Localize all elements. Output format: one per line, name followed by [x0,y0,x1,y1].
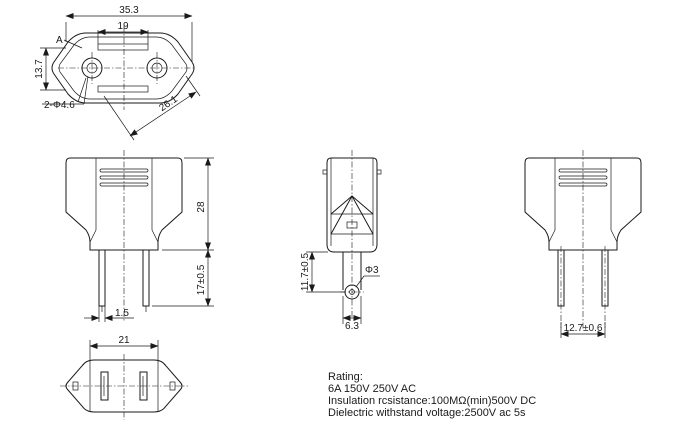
dim-bottom-width: 21 [118,335,130,346]
rating-title: Rating: [328,371,363,383]
rating-line-1: 6A 150V 250V AC [328,383,416,395]
rear-view: 12.7±0.6 [524,150,642,338]
dim-top-width: 35.3 [119,5,139,16]
side-view: 11.7±0.5 Φ3 6.3 [300,150,382,332]
rating-block: Rating: 6A 150V 250V AC Insulation rcsis… [328,371,536,419]
dim-side-width: 6.3 [345,321,359,332]
rating-line-2: Insulation rcsistance:100MΩ(min)500V DC [328,395,536,407]
dim-side-pin-length: 11.7±0.5 [300,253,311,292]
dim-pin-dia: 2-Φ4.6 [44,100,75,111]
dim-pin-spacing: 12.7±0.6 [564,323,603,334]
dim-diagonal: 26.1 [157,94,180,114]
dim-pin-width: 1.5 [115,308,129,319]
bottom-view: 21 [60,335,188,420]
top-view: 35.3 19 A 13.7 2-Φ4.6 26.1 [34,5,201,141]
dim-side-dia: Φ3 [365,265,379,276]
front-view: 28 17±0.5 1.5 [65,150,214,322]
dim-inner-width: 19 [117,21,129,32]
rating-line-3: Dielectric withstand voltage:2500V ac 5s [328,407,526,419]
dim-body-height: 28 [196,201,207,213]
dim-height: 13.7 [34,59,45,79]
section-marker: A [56,35,63,46]
dim-pin-length: 17±0.5 [196,264,207,295]
